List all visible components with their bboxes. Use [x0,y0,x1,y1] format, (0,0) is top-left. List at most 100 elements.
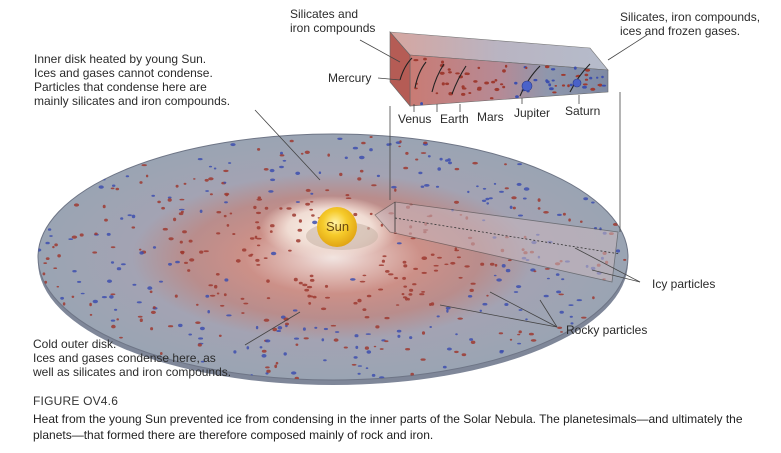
rocky-particle [104,219,108,222]
rocky-particle [325,285,328,288]
icy-particle [293,309,298,311]
icy-particle [500,350,505,352]
rocky-particle [403,264,407,267]
icy-particle [551,68,555,70]
icy-particle [506,269,511,272]
rocky-particle [415,159,418,161]
icy-particle [486,202,489,204]
rocky-particle [468,92,471,94]
rocky-particle [298,229,303,232]
icy-particle [198,158,203,160]
rocky-particle [331,325,336,327]
icy-particle [178,324,183,327]
rocky-particle [362,308,366,311]
rocky-particle [494,88,499,91]
rocky-particle [220,305,224,307]
rocky-particle [454,201,459,204]
rocky-particle [53,267,57,269]
rocky-particle [552,91,556,93]
icy-particle [312,221,317,225]
icy-particle [112,185,115,187]
rocky-particle [545,65,550,68]
icy-particle [443,366,447,369]
rocky-particle [262,350,267,353]
rocky-particle [116,318,119,320]
rocky-particle [403,261,407,264]
icy-particle [570,316,573,318]
rocky-particle [111,325,116,329]
rocky-particle [150,327,153,330]
icy-particle [589,77,592,80]
rocky-particle [142,164,147,166]
rocky-particle [280,154,285,156]
rocky-particle [380,348,384,350]
rocky-particle [590,88,595,91]
rocky-particle [421,152,426,154]
rocky-particle [214,285,217,289]
rocky-particle [510,339,512,341]
rocky-particle [454,351,459,353]
rocky-particle [585,74,589,77]
icy-particle [524,187,530,191]
icy-particle [137,301,142,303]
icy-particle [547,278,550,280]
rocky-particle [232,233,235,235]
icy-particle [556,291,561,294]
rocky-particle [138,316,143,318]
rocky-particle [43,262,47,264]
rocky-particle [210,295,216,297]
icy-particle [303,327,306,330]
icy-particle [81,293,85,295]
rocky-particle [370,136,373,138]
icy-particle [568,304,573,306]
icy-particle [107,233,111,236]
rocky-particle [157,201,161,204]
rocky-particle [421,291,425,293]
rocky-particle [54,243,58,246]
rocky-particle [464,265,469,267]
rocky-particle [150,291,153,294]
rocky-particle [562,84,565,86]
rocky-particle [189,258,194,261]
icy-particle [367,350,372,354]
rocky-particle [363,275,367,277]
rocky-particle [310,201,313,203]
icy-particle [345,157,348,160]
icy-particle [523,198,527,200]
figure-caption-text: Heat from the young Sun prevented ice fr… [33,411,773,443]
icy-particle [583,197,588,200]
rocky-particle [462,85,465,88]
icy-particle [200,327,205,330]
rocky-particle [402,277,406,280]
rocky-particle [384,317,389,319]
icy-particle [205,190,209,192]
icy-particle [256,326,258,329]
rocky-particle [419,293,424,295]
icy-particle [168,263,172,266]
rocky-particle [423,142,427,145]
icy-particle [49,235,53,237]
rocky-particle [292,214,296,217]
rocky-particle [462,353,467,356]
rocky-particle [224,215,227,217]
rocky-particle [477,88,482,91]
rocky-particle [531,339,537,342]
rocky-particle [151,311,156,314]
icy-particle [319,171,321,174]
rocky-particle [344,347,348,349]
rocky-particle [216,232,220,234]
rocky-particle [478,67,481,69]
rocky-particle [173,218,176,222]
icy-particle [200,210,203,213]
icy-particle [68,238,73,240]
icy-particle [265,339,270,342]
rocky-particle [307,295,311,298]
rocky-particle [457,318,463,320]
icy-particle [279,166,284,168]
icy-particle [77,281,81,283]
icy-particle [446,309,448,313]
icy-particle [437,167,441,171]
rocky-particle [448,68,451,71]
label-mars: Mars [477,110,504,124]
icy-particle [280,152,283,155]
